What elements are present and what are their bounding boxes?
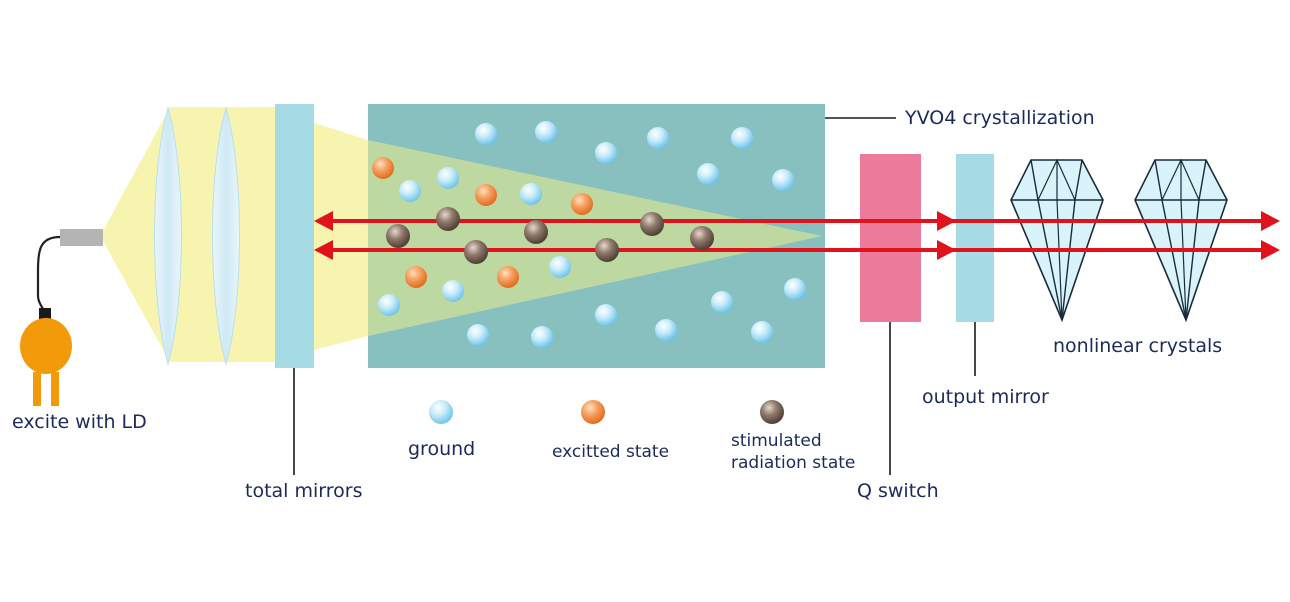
- ground-particle: [595, 304, 617, 326]
- ld-connector: [39, 308, 51, 319]
- focusing-lens-1: [154, 106, 182, 366]
- leader-lines: [293, 117, 976, 475]
- ground-particle: [475, 123, 497, 145]
- label-q-switch: Q switch: [857, 480, 939, 502]
- stimulated-particle: [690, 226, 714, 250]
- stimulated-particles: [386, 207, 714, 264]
- ld-body-icon: [20, 318, 72, 374]
- ground-particle: [467, 324, 489, 346]
- ld-pin-right: [51, 372, 59, 406]
- ground-particle: [655, 319, 677, 341]
- beam-arrow-right-upper: [1261, 211, 1280, 231]
- legend-excited-swatch: [581, 400, 605, 424]
- total-mirror: [275, 104, 314, 368]
- excited-particle: [497, 266, 519, 288]
- ground-particles: [378, 121, 806, 348]
- ground-particle: [595, 142, 617, 164]
- label-yvo4-crystallization: YVO4 crystallization: [905, 107, 1095, 129]
- beam-arrow-mid-lower: [937, 240, 956, 260]
- ld-cable: [36, 235, 61, 313]
- nonlinear-crystal-2: [1134, 158, 1228, 323]
- focusing-lens-2: [212, 106, 240, 366]
- beam-arrow-left-upper: [314, 211, 333, 231]
- ld-pin-left: [33, 372, 41, 406]
- ground-particle: [520, 183, 542, 205]
- ld-emitter: [60, 229, 103, 246]
- ground-particle: [731, 127, 753, 149]
- ground-particle: [378, 294, 400, 316]
- ground-particle: [772, 169, 794, 191]
- nonlinear-crystal-1: [1010, 158, 1104, 323]
- label-nonlinear-crystals: nonlinear crystals: [1053, 335, 1223, 357]
- ground-particle: [711, 291, 733, 313]
- ground-particle: [531, 326, 553, 348]
- ground-particle: [647, 127, 669, 149]
- beam-arrow-right-lower: [1261, 240, 1280, 260]
- stimulated-particle: [464, 240, 488, 264]
- legend-ground-swatch: [429, 400, 453, 424]
- legend-ground-label: ground: [408, 438, 476, 460]
- stimulated-particle: [595, 238, 619, 262]
- legend-stimulated-label-line2: radiation state: [731, 453, 856, 473]
- beam-arrow-mid-upper: [937, 211, 956, 231]
- ground-particle: [751, 321, 773, 343]
- label-excite-with-ld: excite with LD: [12, 411, 147, 433]
- stimulated-particle: [640, 212, 664, 236]
- stimulated-particle: [524, 220, 548, 244]
- ground-particle: [535, 121, 557, 143]
- ground-particle: [784, 278, 806, 300]
- pump-light-gap: [314, 123, 368, 350]
- ground-particle: [437, 167, 459, 189]
- pump-light-cone: [103, 107, 275, 362]
- stimulated-particle: [386, 224, 410, 248]
- ground-particle: [697, 163, 719, 185]
- legend-stimulated-label-line1: stimulated: [731, 431, 822, 451]
- label-total-mirrors: total mirrors: [245, 480, 363, 502]
- ld-pump-source: [20, 229, 103, 406]
- stimulated-particle: [436, 207, 460, 231]
- excited-particles: [372, 157, 593, 288]
- legend-stimulated-swatch: [760, 400, 784, 424]
- ground-particle: [442, 280, 464, 302]
- q-switch-block: [860, 154, 921, 322]
- excited-particle: [475, 184, 497, 206]
- excited-particle: [405, 266, 427, 288]
- legend-excited-label: excitted state: [552, 442, 670, 462]
- ground-particle: [549, 256, 571, 278]
- beam-arrow-left-lower: [314, 240, 333, 260]
- label-output-mirror: output mirror: [922, 386, 1049, 408]
- excited-particle: [571, 193, 593, 215]
- output-mirror: [956, 154, 994, 322]
- excited-particle: [372, 157, 394, 179]
- ground-particle: [399, 180, 421, 202]
